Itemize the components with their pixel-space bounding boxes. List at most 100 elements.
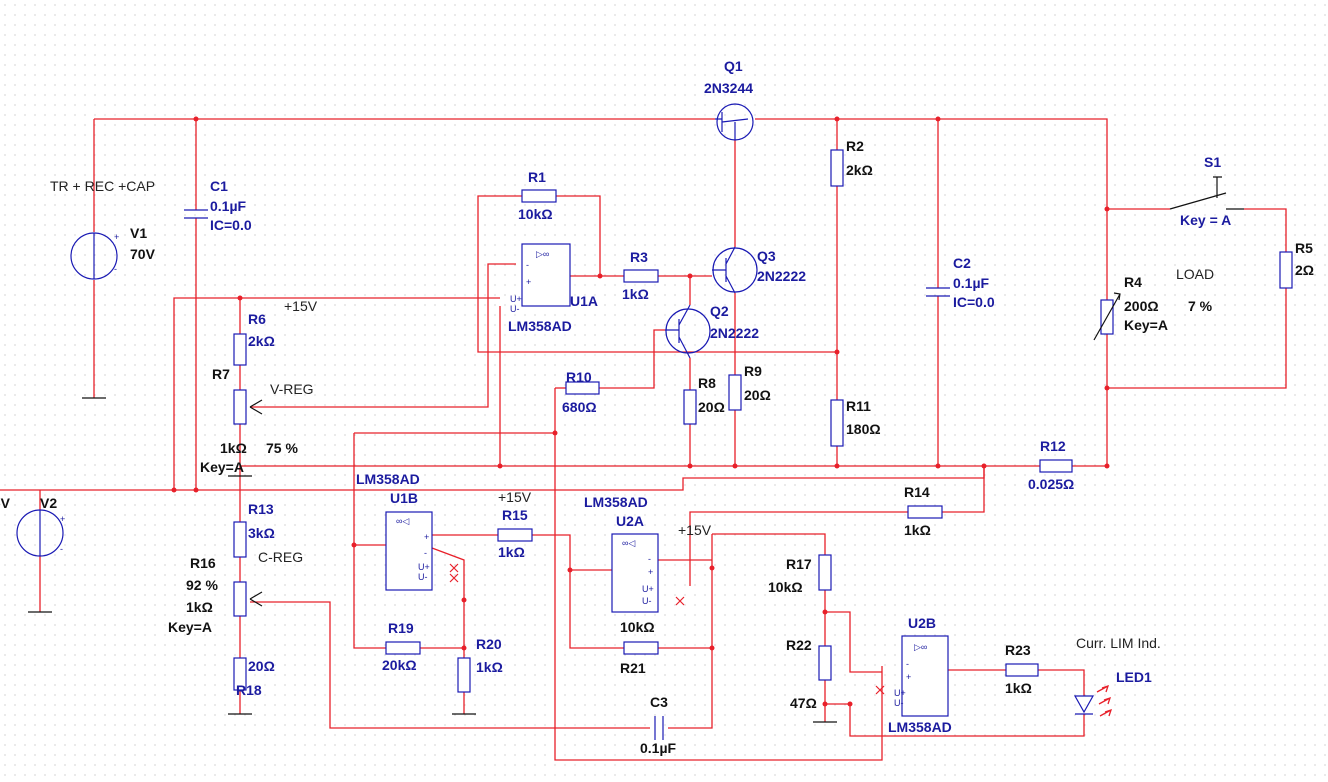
r17-value: 10kΩ [768,579,803,595]
c2-value: 0.1µF [953,275,990,291]
svg-text:-: - [526,260,529,270]
junction [687,463,693,469]
q2-part: 2N2222 [710,325,759,341]
r6-value: 2kΩ [248,333,275,349]
junction [822,609,828,615]
u2b-label: U2B [908,615,936,631]
q1-transistor-icon [715,103,754,141]
v2-label: V2 [40,495,57,511]
c2-capacitor-icon [926,287,950,297]
v2-value: 15V [0,495,11,511]
load-annotation: LOAD [1176,266,1214,282]
junction [237,295,243,301]
curr-lim-annotation: Curr. LIM Ind. [1076,635,1161,651]
r3-label: R3 [630,249,648,265]
u1b-label: U1B [390,490,418,506]
r12-resistor-icon [1039,459,1073,473]
r14-resistor-icon [907,505,943,519]
led1-label: LED1 [1116,669,1152,685]
r4-key: Key=A [1124,317,1168,333]
u1a-part: LM358AD [508,318,572,334]
r21-resistor-icon [623,641,659,655]
junction [1104,206,1110,212]
c3-value: 0.1µF [640,740,677,756]
svg-text:-: - [906,659,909,669]
c-reg-annotation: C-REG [258,549,303,565]
q1-part: 2N3244 [704,80,753,96]
c2-ic: IC=0.0 [953,294,995,310]
svg-text:U-: U- [418,572,428,582]
r22-value: 47Ω [790,695,817,711]
r2-value: 2kΩ [846,162,873,178]
r3-resistor-icon [623,269,659,283]
r8-label: R8 [698,375,716,391]
c1-label: C1 [210,178,228,194]
svg-text:-: - [60,544,63,554]
u1b-opamp-icon: ∞◁ + - U+ U- [385,511,433,591]
junction [497,463,503,469]
junction [709,645,715,651]
svg-text:U+: U+ [642,584,654,594]
svg-text:∞◁: ∞◁ [396,516,409,526]
svg-text:U+: U+ [418,562,430,572]
u2a-label: U2A [616,513,644,529]
junction [981,463,987,469]
r10-label: R10 [566,369,592,385]
svg-text:U-: U- [642,596,652,606]
r4-percent: 7 % [1188,298,1213,314]
junction [193,487,199,493]
r16-key: Key=A [168,619,212,635]
svg-text:+: + [906,672,911,682]
r23-resistor-icon [1005,663,1039,677]
r7-label: R7 [212,366,230,382]
r23-value: 1kΩ [1005,680,1032,696]
junction [597,273,603,279]
r18-value: 20Ω [248,658,275,674]
r20-resistor-icon [457,657,471,693]
r7-potentiometer-icon [233,389,247,425]
r13-label: R13 [248,501,274,517]
s1-switch-icon [1169,176,1244,210]
ground-symbols [28,397,837,723]
q3-part: 2N2222 [757,268,806,284]
c3-capacitor-icon [654,716,664,740]
u2a-opamp-icon: ∞◁ - + U+ U- [611,533,659,613]
r16-value: 1kΩ [186,599,213,615]
r20-label: R20 [476,636,502,652]
r3-value: 1kΩ [622,286,649,302]
junction [732,463,738,469]
plus15v-label-top: +15V [284,298,318,314]
r1-resistor-icon [521,189,557,203]
u1a-label: U1A [570,293,598,309]
junction [351,542,357,548]
c1-value: 0.1µF [210,198,247,214]
junction [552,430,558,436]
r2-label: R2 [846,138,864,154]
r5-value: 2Ω [1295,262,1314,278]
r18-resistor-icon [233,657,247,691]
r14-label: R14 [904,484,930,500]
c1-capacitor-icon [184,209,208,219]
r22-label: R22 [786,637,812,653]
wires [0,118,1287,761]
junction [461,597,467,603]
junction [847,701,853,707]
s1-key: Key = A [1180,212,1231,228]
junction [1104,463,1110,469]
r7-value: 1kΩ [220,440,247,456]
junction [935,463,941,469]
svg-text:U-: U- [510,304,520,314]
svg-text:U+: U+ [510,294,522,304]
r1-label: R1 [528,169,546,185]
r7-percent: 75 % [266,440,298,456]
r19-resistor-icon [385,641,421,655]
r21-label: R21 [620,660,646,676]
junction [567,567,573,573]
r8-resistor-icon [683,389,697,425]
junctions [171,116,1110,707]
v1-label: V1 [130,225,147,241]
q2-label: Q2 [710,303,729,319]
r6-label: R6 [248,311,266,327]
r14-value: 1kΩ [904,522,931,538]
